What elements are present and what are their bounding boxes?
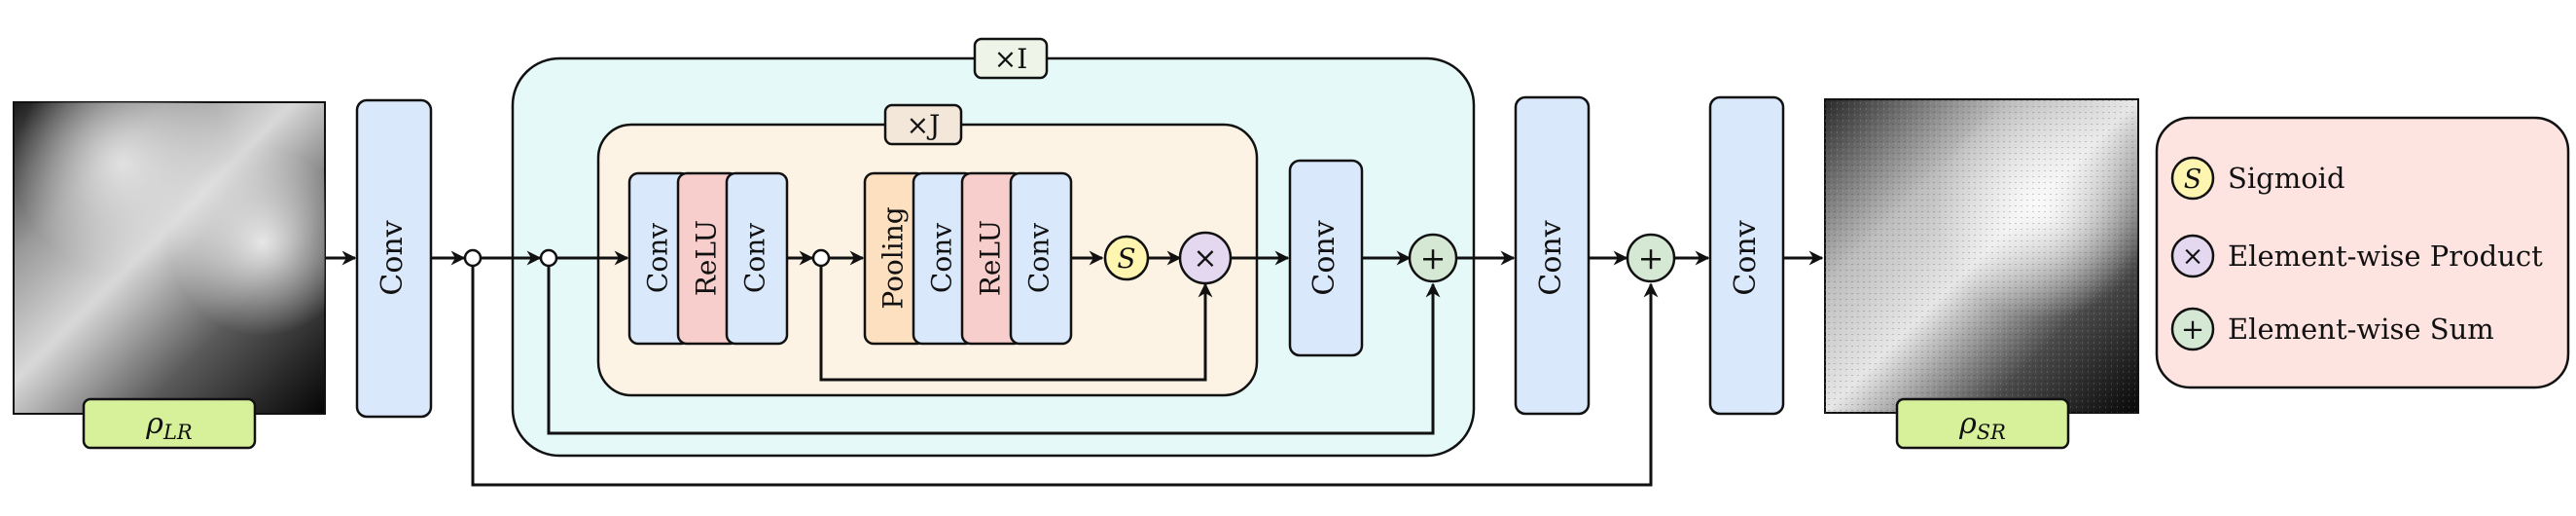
attention-relu: ReLU [960,171,1024,346]
branch-node-residual [539,248,558,268]
branch-node-attention [811,248,831,268]
outer-repeat-tag: ×I [973,37,1049,80]
svg-text:Element-wise Product: Element-wise Product [2228,240,2543,273]
svg-text:Conv: Conv [926,223,958,293]
sigmoid-node: S [1103,235,1150,281]
connectors [325,250,1824,487]
conv-block-1: Conv [355,98,433,419]
svg-text:×: × [1193,241,1217,276]
legend-item-product: × Element-wise Product [2170,234,2543,278]
svg-text:Conv: Conv [1534,220,1568,295]
legend: S Sigmoid × Element-wise Product + Eleme… [2155,116,2570,389]
svg-text:Element-wise Sum: Element-wise Sum [2228,313,2494,346]
svg-text:Sigmoid: Sigmoid [2228,162,2345,195]
svg-text:×I: ×I [994,43,1028,75]
svg-text:ρLR: ρLR [145,407,193,444]
legend-item-sigmoid: S Sigmoid [2170,156,2345,201]
svg-text:×J: ×J [907,109,941,141]
svg-text:S: S [2184,165,2202,195]
svg-text:Conv: Conv [642,223,674,293]
output-label: ρSR [1895,397,2070,450]
svg-text:ρSR: ρSR [1958,407,2006,444]
svg-text:×: × [2182,241,2204,272]
sum-node-global: + [1626,233,1676,283]
product-node: × [1178,231,1233,285]
svg-text:Pooling: Pooling [877,206,910,309]
svg-text:ReLU: ReLU [975,220,1007,296]
inner-conv-a: Conv [627,171,692,346]
inner-relu: ReLU [676,171,740,346]
svg-text:S: S [1117,242,1135,275]
svg-text:+: + [2181,313,2204,346]
svg-text:+: + [1638,240,1664,276]
legend-item-sum: + Element-wise Sum [2170,307,2494,351]
branch-node-global [463,248,483,268]
final-conv: Conv [1708,95,1785,416]
input-label: ρLR [82,397,257,450]
svg-text:Conv: Conv [1729,220,1763,295]
svg-text:+: + [1420,240,1447,276]
inner-conv-b: Conv [725,171,789,346]
svg-text:Conv: Conv [1023,223,1055,293]
attention-conv-b: Conv [1009,171,1073,346]
block-conv: Conv [1288,159,1364,357]
svg-text:Conv: Conv [1307,220,1342,295]
sum-node-inner: + [1408,233,1458,283]
output-image [1824,98,2139,414]
input-image [13,101,326,415]
inner-repeat-tag: ×J [883,103,963,146]
svg-text:ReLU: ReLU [691,220,723,296]
post-conv: Conv [1514,95,1591,416]
svg-text:Conv: Conv [739,223,771,293]
svg-text:Conv: Conv [376,220,410,295]
